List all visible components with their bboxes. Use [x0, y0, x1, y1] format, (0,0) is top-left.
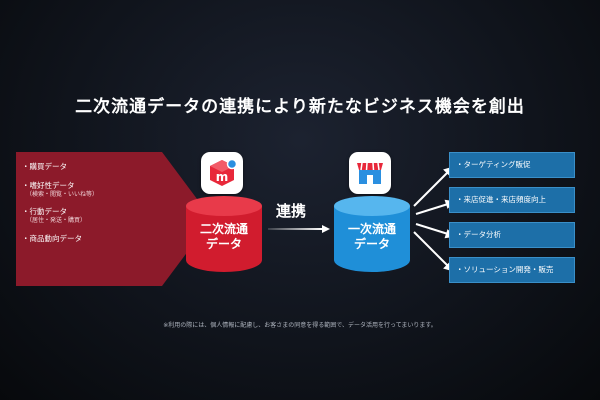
- mercari-app-icon: m: [201, 152, 243, 194]
- outcome-targeting: ・ターゲティング販促: [449, 152, 575, 178]
- store-app-icon: [349, 152, 391, 194]
- list-item: ・商品動向データ: [22, 233, 82, 243]
- right-arrow-icon: [268, 225, 330, 233]
- svg-text:m: m: [216, 170, 229, 184]
- outcome-store-visits: ・来店促進・来店頻度向上: [449, 187, 575, 213]
- link-label: 連携: [276, 202, 307, 220]
- secondary-data-database: 二次流通 データ: [186, 196, 262, 272]
- outcome-data-analysis: ・データ分析: [449, 222, 575, 248]
- secondary-data-list: ・購買データ ・嗜好性データ （検索・閲覧・いいね等） ・行動データ （居住・発…: [22, 162, 162, 253]
- list-item: ・行動データ （居住・発送・購買）: [22, 207, 87, 225]
- footnote: ※利用の際には、個人情報に配慮し、お客さまの同意を得る範囲で、データ活用を行って…: [163, 322, 437, 329]
- page-title: 二次流通データの連携により新たなビジネス機会を創出: [75, 97, 525, 117]
- secondary-data-panel: [16, 152, 162, 286]
- outcome-solution-dev: ・ソリューション開発・販売: [449, 257, 575, 283]
- list-item: ・嗜好性データ （検索・閲覧・いいね等）: [22, 180, 99, 198]
- primary-data-database: 一次流通 データ: [334, 196, 410, 272]
- list-item: ・購買データ: [22, 162, 67, 171]
